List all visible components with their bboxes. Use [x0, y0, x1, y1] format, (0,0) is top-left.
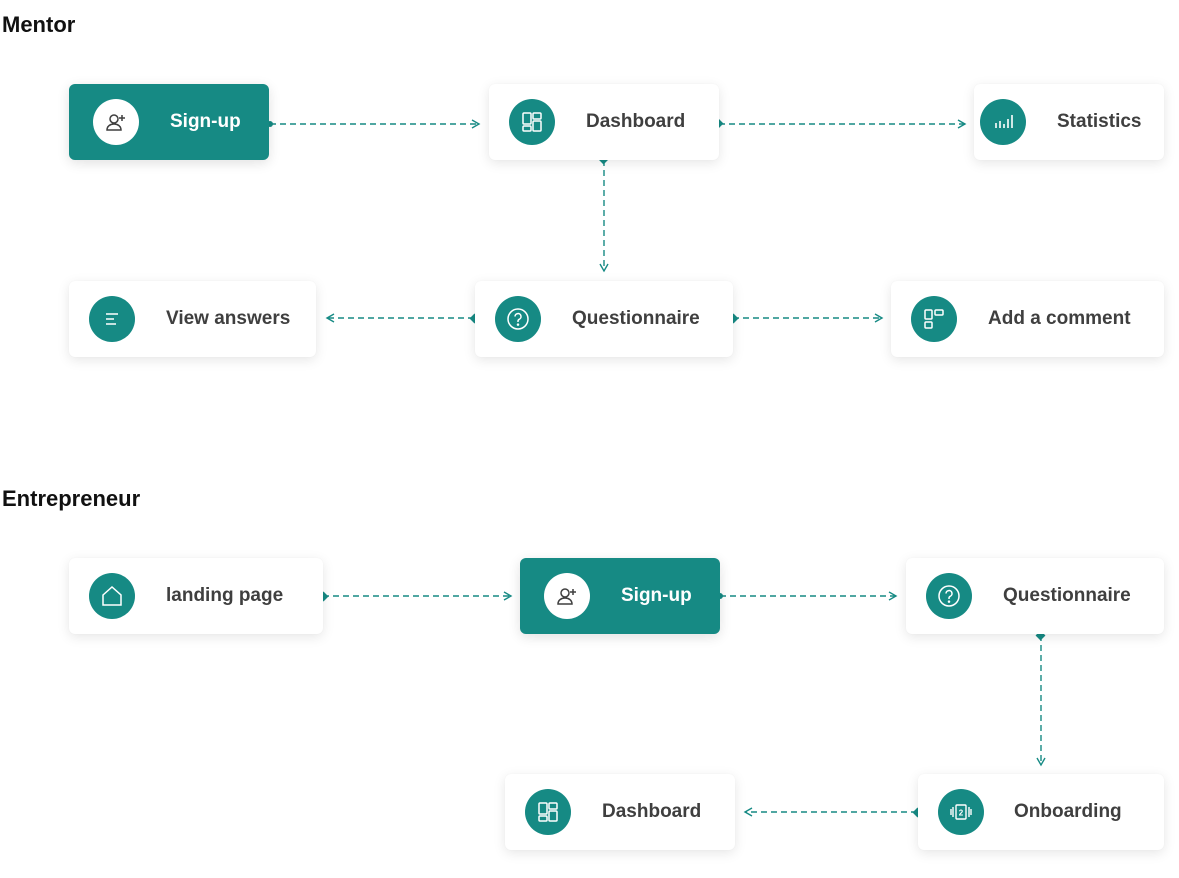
dashboard-icon	[509, 99, 555, 145]
mentor-questionnaire-node[interactable]: Questionnaire	[475, 281, 733, 357]
entrepreneur-landing-node[interactable]: landing page	[69, 558, 323, 634]
entrepreneur-dashboard-label: Dashboard	[602, 801, 702, 822]
mentor-dashboard-node[interactable]: Dashboard	[489, 84, 719, 160]
entrepreneur-dashboard-node[interactable]: Dashboard	[505, 774, 735, 850]
home-icon	[89, 573, 135, 619]
section-title-mentor: Mentor	[2, 12, 76, 37]
entrepreneur-onboarding-node[interactable]: 2 Onboarding	[918, 774, 1164, 850]
mentor-statistics-label: Statistics	[1057, 111, 1142, 132]
add-user-icon	[93, 99, 139, 145]
dashboard-icon	[525, 789, 571, 835]
list-lines-icon	[89, 296, 135, 342]
entrepreneur-landing-label: landing page	[166, 585, 284, 606]
mentor-signup-node[interactable]: Sign-up	[69, 84, 269, 160]
entrepreneur-signup-label: Sign-up	[621, 585, 692, 606]
mentor-questionnaire-label: Questionnaire	[572, 308, 700, 329]
mentor-view-answers-label: View answers	[166, 308, 291, 329]
add-user-icon	[544, 573, 590, 619]
bar-chart-icon	[980, 99, 1026, 145]
question-icon	[495, 296, 541, 342]
comment-layout-icon	[911, 296, 957, 342]
mentor-dashboard-label: Dashboard	[586, 111, 686, 132]
svg-text:2: 2	[959, 809, 964, 818]
mentor-add-comment-node[interactable]: Add a comment	[891, 281, 1164, 357]
question-icon	[926, 573, 972, 619]
entrepreneur-questionnaire-node[interactable]: Questionnaire	[906, 558, 1164, 634]
mentor-signup-label: Sign-up	[170, 111, 241, 132]
onboarding-slides-icon: 2	[938, 789, 984, 835]
mentor-statistics-node[interactable]: Statistics	[974, 84, 1164, 160]
section-title-entrepreneur: Entrepreneur	[2, 486, 141, 511]
entrepreneur-questionnaire-label: Questionnaire	[1003, 585, 1131, 606]
entrepreneur-signup-node[interactable]: Sign-up	[520, 558, 720, 634]
mentor-view-answers-node[interactable]: View answers	[69, 281, 316, 357]
mentor-add-comment-label: Add a comment	[988, 308, 1131, 329]
entrepreneur-onboarding-label: Onboarding	[1014, 801, 1122, 822]
